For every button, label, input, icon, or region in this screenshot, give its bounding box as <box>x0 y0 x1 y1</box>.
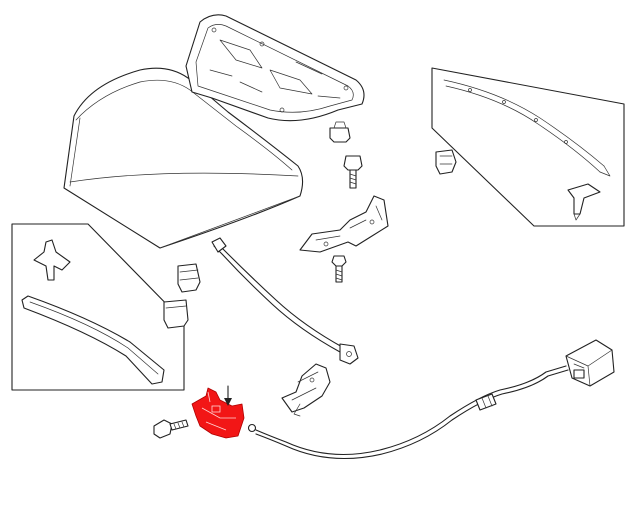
weatherstrip[interactable] <box>443 79 611 177</box>
release-cable[interactable] <box>247 365 569 460</box>
hood-bumper[interactable] <box>329 121 351 143</box>
hood-bumper[interactable] <box>163 299 189 329</box>
clip[interactable] <box>33 239 71 281</box>
weatherstrip-inset-left <box>11 223 185 391</box>
weatherstrip[interactable] <box>21 295 165 385</box>
hood-bumper[interactable] <box>177 263 201 293</box>
bolt[interactable] <box>331 255 347 283</box>
weatherstrip-inset-right <box>431 67 625 227</box>
callout-arrow-icon <box>224 385 232 406</box>
hood-panel[interactable] <box>63 67 304 249</box>
clip[interactable] <box>567 183 601 221</box>
hood-hinge[interactable] <box>299 195 389 253</box>
hood-insulator[interactable] <box>185 14 365 122</box>
hood-latch[interactable] <box>281 363 331 417</box>
latch-bracket[interactable] <box>191 387 245 439</box>
bolt[interactable] <box>343 155 363 189</box>
release-handle[interactable] <box>565 339 615 387</box>
bolt[interactable] <box>153 419 189 439</box>
hood-bumper[interactable] <box>435 149 457 175</box>
prop-rod[interactable] <box>211 237 359 365</box>
